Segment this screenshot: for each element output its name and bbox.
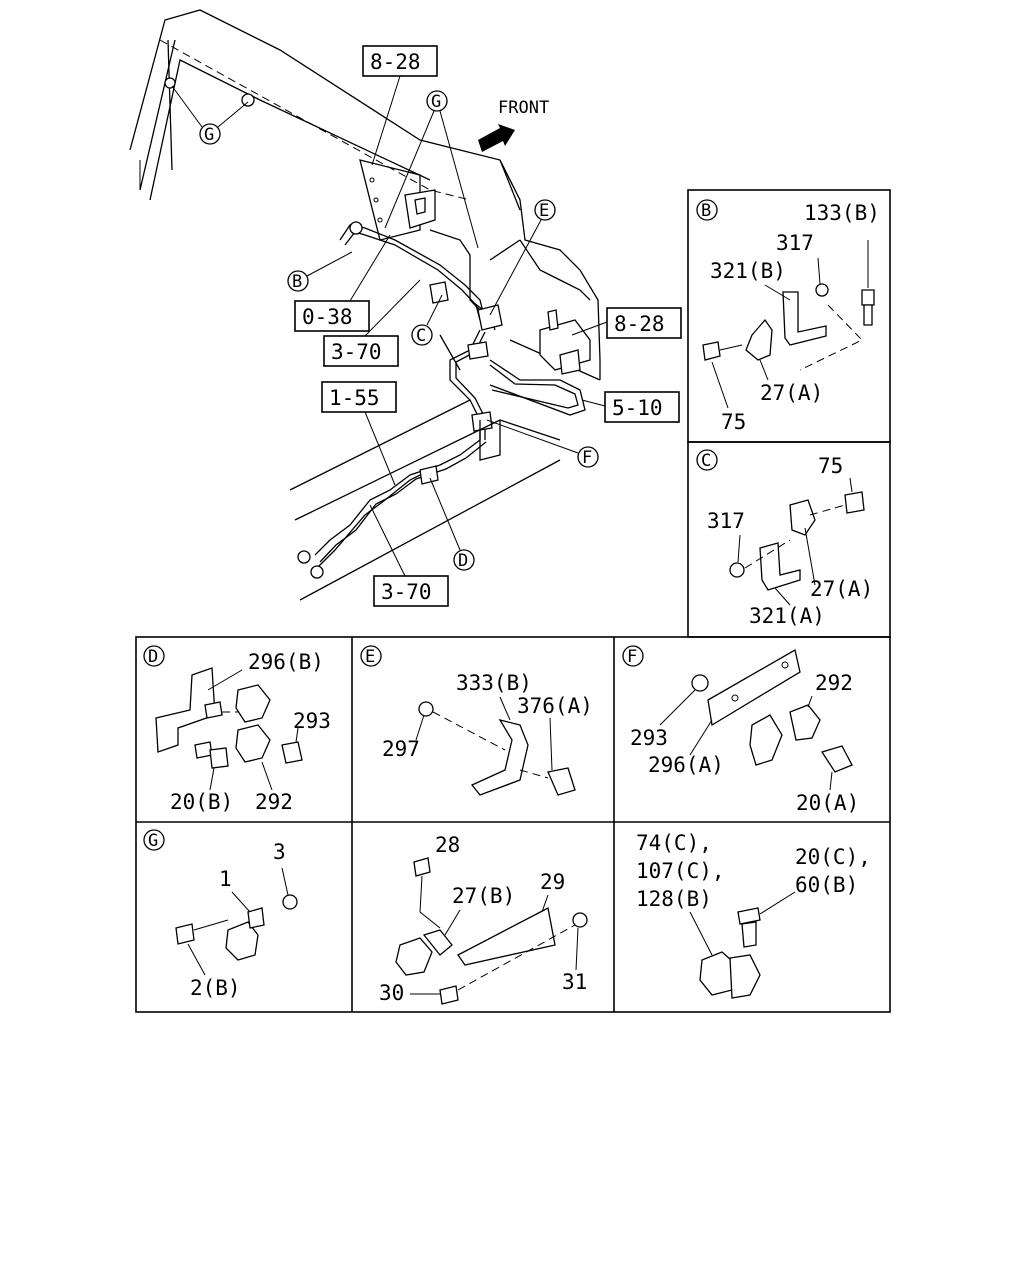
svg-text:1-55: 1-55 [329,386,380,410]
svg-text:3: 3 [273,840,286,864]
front-label: FRONT [498,98,549,118]
panel-g: G 3 1 2(B) [143,829,298,1000]
panel-grid-border [135,636,891,1013]
svg-text:292: 292 [255,790,293,814]
svg-text:293: 293 [293,709,331,733]
svg-text:3-70: 3-70 [381,580,432,604]
svg-text:1: 1 [219,867,232,891]
svg-text:27(A): 27(A) [810,577,873,601]
panel-b: B 133(B) 317 321(B) 27(A) 75 [696,199,880,434]
svg-text:28: 28 [435,833,460,857]
panel-h: 28 27(B) 29 31 30 [379,833,588,1005]
main-illustration: FRONT 8-28 0-38 3-70 1-55 3-70 [129,9,682,607]
ref-box-0-38: 0-38 [294,300,370,332]
svg-text:0-38: 0-38 [302,305,353,329]
panel-i: 74(C), 107(C), 128(B) 20(C), 60(B) [636,831,871,999]
svg-text:20(C),: 20(C), [795,845,871,869]
svg-text:E: E [539,201,549,221]
svg-text:B: B [292,272,302,292]
svg-text:317: 317 [776,231,814,255]
ref-box-8-28-right: 8-28 [606,307,682,339]
svg-text:321(A): 321(A) [749,604,825,628]
svg-text:107(C),: 107(C), [636,859,725,883]
svg-text:333(B): 333(B) [456,671,532,695]
panel-c: C 75 317 27(A) 321(A) [696,449,873,628]
panel-e: E 333(B) 376(A) 297 [360,645,593,796]
svg-text:27(A): 27(A) [760,381,823,405]
svg-text:74(C),: 74(C), [636,831,712,855]
svg-text:128(B): 128(B) [636,887,712,911]
svg-text:D: D [148,647,158,667]
svg-text:C: C [701,451,711,471]
svg-text:31: 31 [562,970,587,994]
callout-f-main: F [577,446,599,468]
callout-e-main: E [534,199,556,221]
svg-text:317: 317 [707,509,745,533]
svg-text:G: G [431,92,441,112]
svg-text:292: 292 [815,671,853,695]
svg-text:321(B): 321(B) [710,259,786,283]
svg-text:20(A): 20(A) [796,791,859,815]
callout-c-main: C [411,324,433,346]
panel-d: D 296(B) 293 20(B) 292 [143,645,331,814]
ref-box-1-55: 1-55 [321,381,397,413]
svg-text:133(B): 133(B) [804,201,880,225]
svg-text:F: F [582,448,592,468]
svg-text:5-10: 5-10 [612,396,663,420]
svg-text:B: B [701,201,711,221]
svg-text:G: G [204,125,214,145]
svg-text:20(B): 20(B) [170,790,233,814]
svg-text:293: 293 [630,726,668,750]
svg-text:75: 75 [818,454,843,478]
ref-box-8-28-top: 8-28 [362,45,438,77]
svg-text:75: 75 [721,410,746,434]
svg-text:D: D [458,551,468,571]
svg-text:F: F [627,647,637,667]
svg-text:G: G [148,831,158,851]
svg-text:297: 297 [382,737,420,761]
svg-text:27(B): 27(B) [452,884,515,908]
svg-text:296(B): 296(B) [248,650,324,674]
svg-text:C: C [416,326,426,346]
svg-text:30: 30 [379,981,404,1005]
svg-text:8-28: 8-28 [370,50,421,74]
svg-text:60(B): 60(B) [795,873,858,897]
callout-b-main: B [287,270,309,292]
panel-f: F 292 293 296(A) 20(A) [622,645,859,815]
svg-text:8-28: 8-28 [614,312,665,336]
ref-box-5-10: 5-10 [604,391,680,423]
svg-text:2(B): 2(B) [190,976,241,1000]
callout-d-main: D [453,549,475,571]
callout-g-top: G [426,90,448,112]
callout-g-left: G [199,123,221,145]
svg-text:E: E [365,647,375,667]
svg-text:3-70: 3-70 [331,340,382,364]
ref-box-3-70-mid: 3-70 [323,335,399,367]
svg-text:296(A): 296(A) [648,753,724,777]
ref-box-3-70-bottom: 3-70 [373,575,449,607]
svg-text:29: 29 [540,870,565,894]
svg-text:376(A): 376(A) [517,694,593,718]
